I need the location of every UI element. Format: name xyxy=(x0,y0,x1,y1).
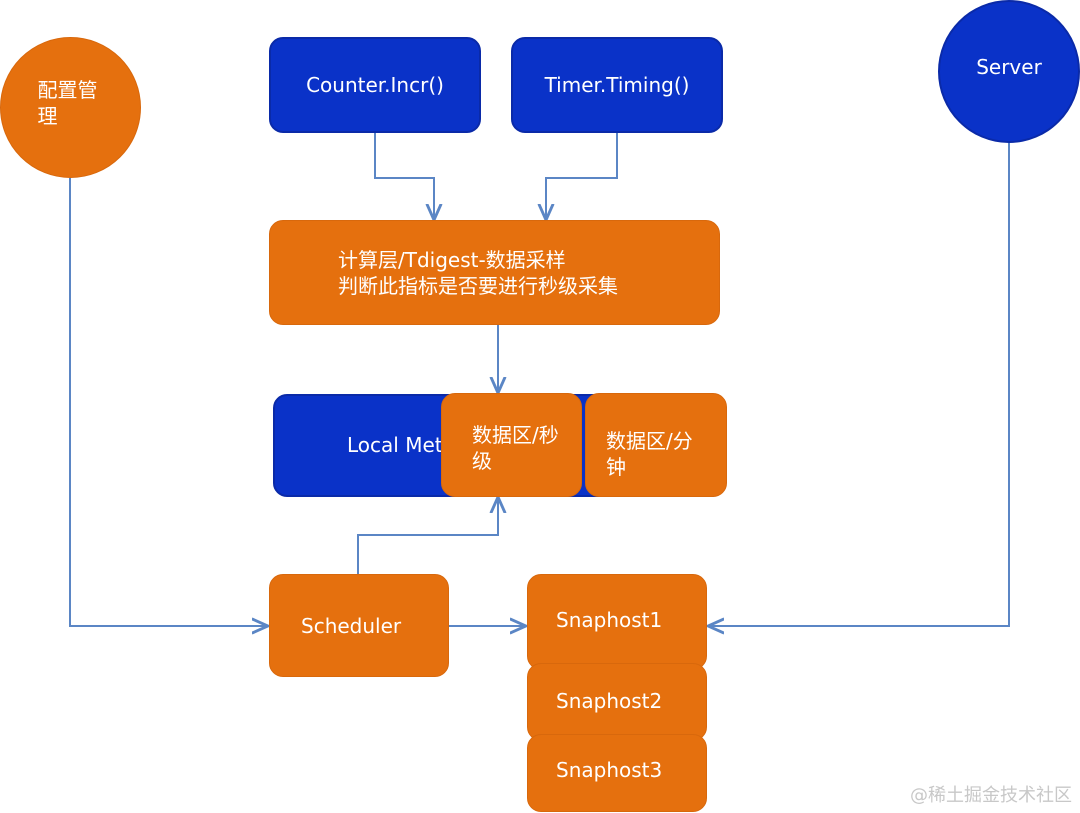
snapshot-1-node[interactable]: Snaphost1 xyxy=(527,574,707,670)
snapshot-3-node[interactable]: Snaphost3 xyxy=(527,734,707,812)
config-management-node[interactable]: 配置管 理 xyxy=(0,37,141,178)
counter-incr-label: Counter.Incr() xyxy=(306,73,444,97)
timer-timing-node[interactable]: Timer.Timing() xyxy=(511,37,723,133)
server-label: Server xyxy=(976,54,1042,79)
config-management-label: 配置管 理 xyxy=(37,77,98,128)
server-node[interactable]: Server xyxy=(938,0,1080,143)
compute-layer-line2: 判断此指标是否要进行秒级采集 xyxy=(338,274,618,298)
snapshot-3-label: Snaphost3 xyxy=(556,758,663,782)
timer-timing-label: Timer.Timing() xyxy=(544,73,690,97)
data-zone-minute-label: 数据区/分 钟 xyxy=(606,429,693,479)
compute-layer-line1: 计算层/Tdigest-数据采样 xyxy=(338,248,566,272)
local-metric-label: Local Met xyxy=(347,433,443,457)
edge-config-to-scheduler xyxy=(69,178,268,626)
edge-server-to-snapshot xyxy=(708,143,1010,626)
snapshot-2-label: Snaphost2 xyxy=(556,689,663,713)
edge-scheduler-to-data-sec xyxy=(357,497,498,574)
scheduler-label: Scheduler xyxy=(301,614,402,638)
compute-layer-node[interactable]: 计算层/Tdigest-数据采样 判断此指标是否要进行秒级采集 xyxy=(269,220,720,325)
snapshot-2-node[interactable]: Snaphost2 xyxy=(527,663,707,741)
counter-incr-node[interactable]: Counter.Incr() xyxy=(269,37,481,133)
edge-timer-to-compute xyxy=(546,133,618,220)
snapshot-1-label: Snaphost1 xyxy=(556,608,663,632)
data-zone-second-node[interactable]: 数据区/秒 级 xyxy=(441,393,582,497)
edge-counter-to-compute xyxy=(374,133,434,220)
data-zone-second-label: 数据区/秒 级 xyxy=(472,423,559,473)
data-zone-minute-node[interactable]: 数据区/分 钟 xyxy=(585,393,727,497)
watermark: @稀土掘金技术社区 xyxy=(910,785,1072,806)
scheduler-node[interactable]: Scheduler xyxy=(269,574,449,677)
